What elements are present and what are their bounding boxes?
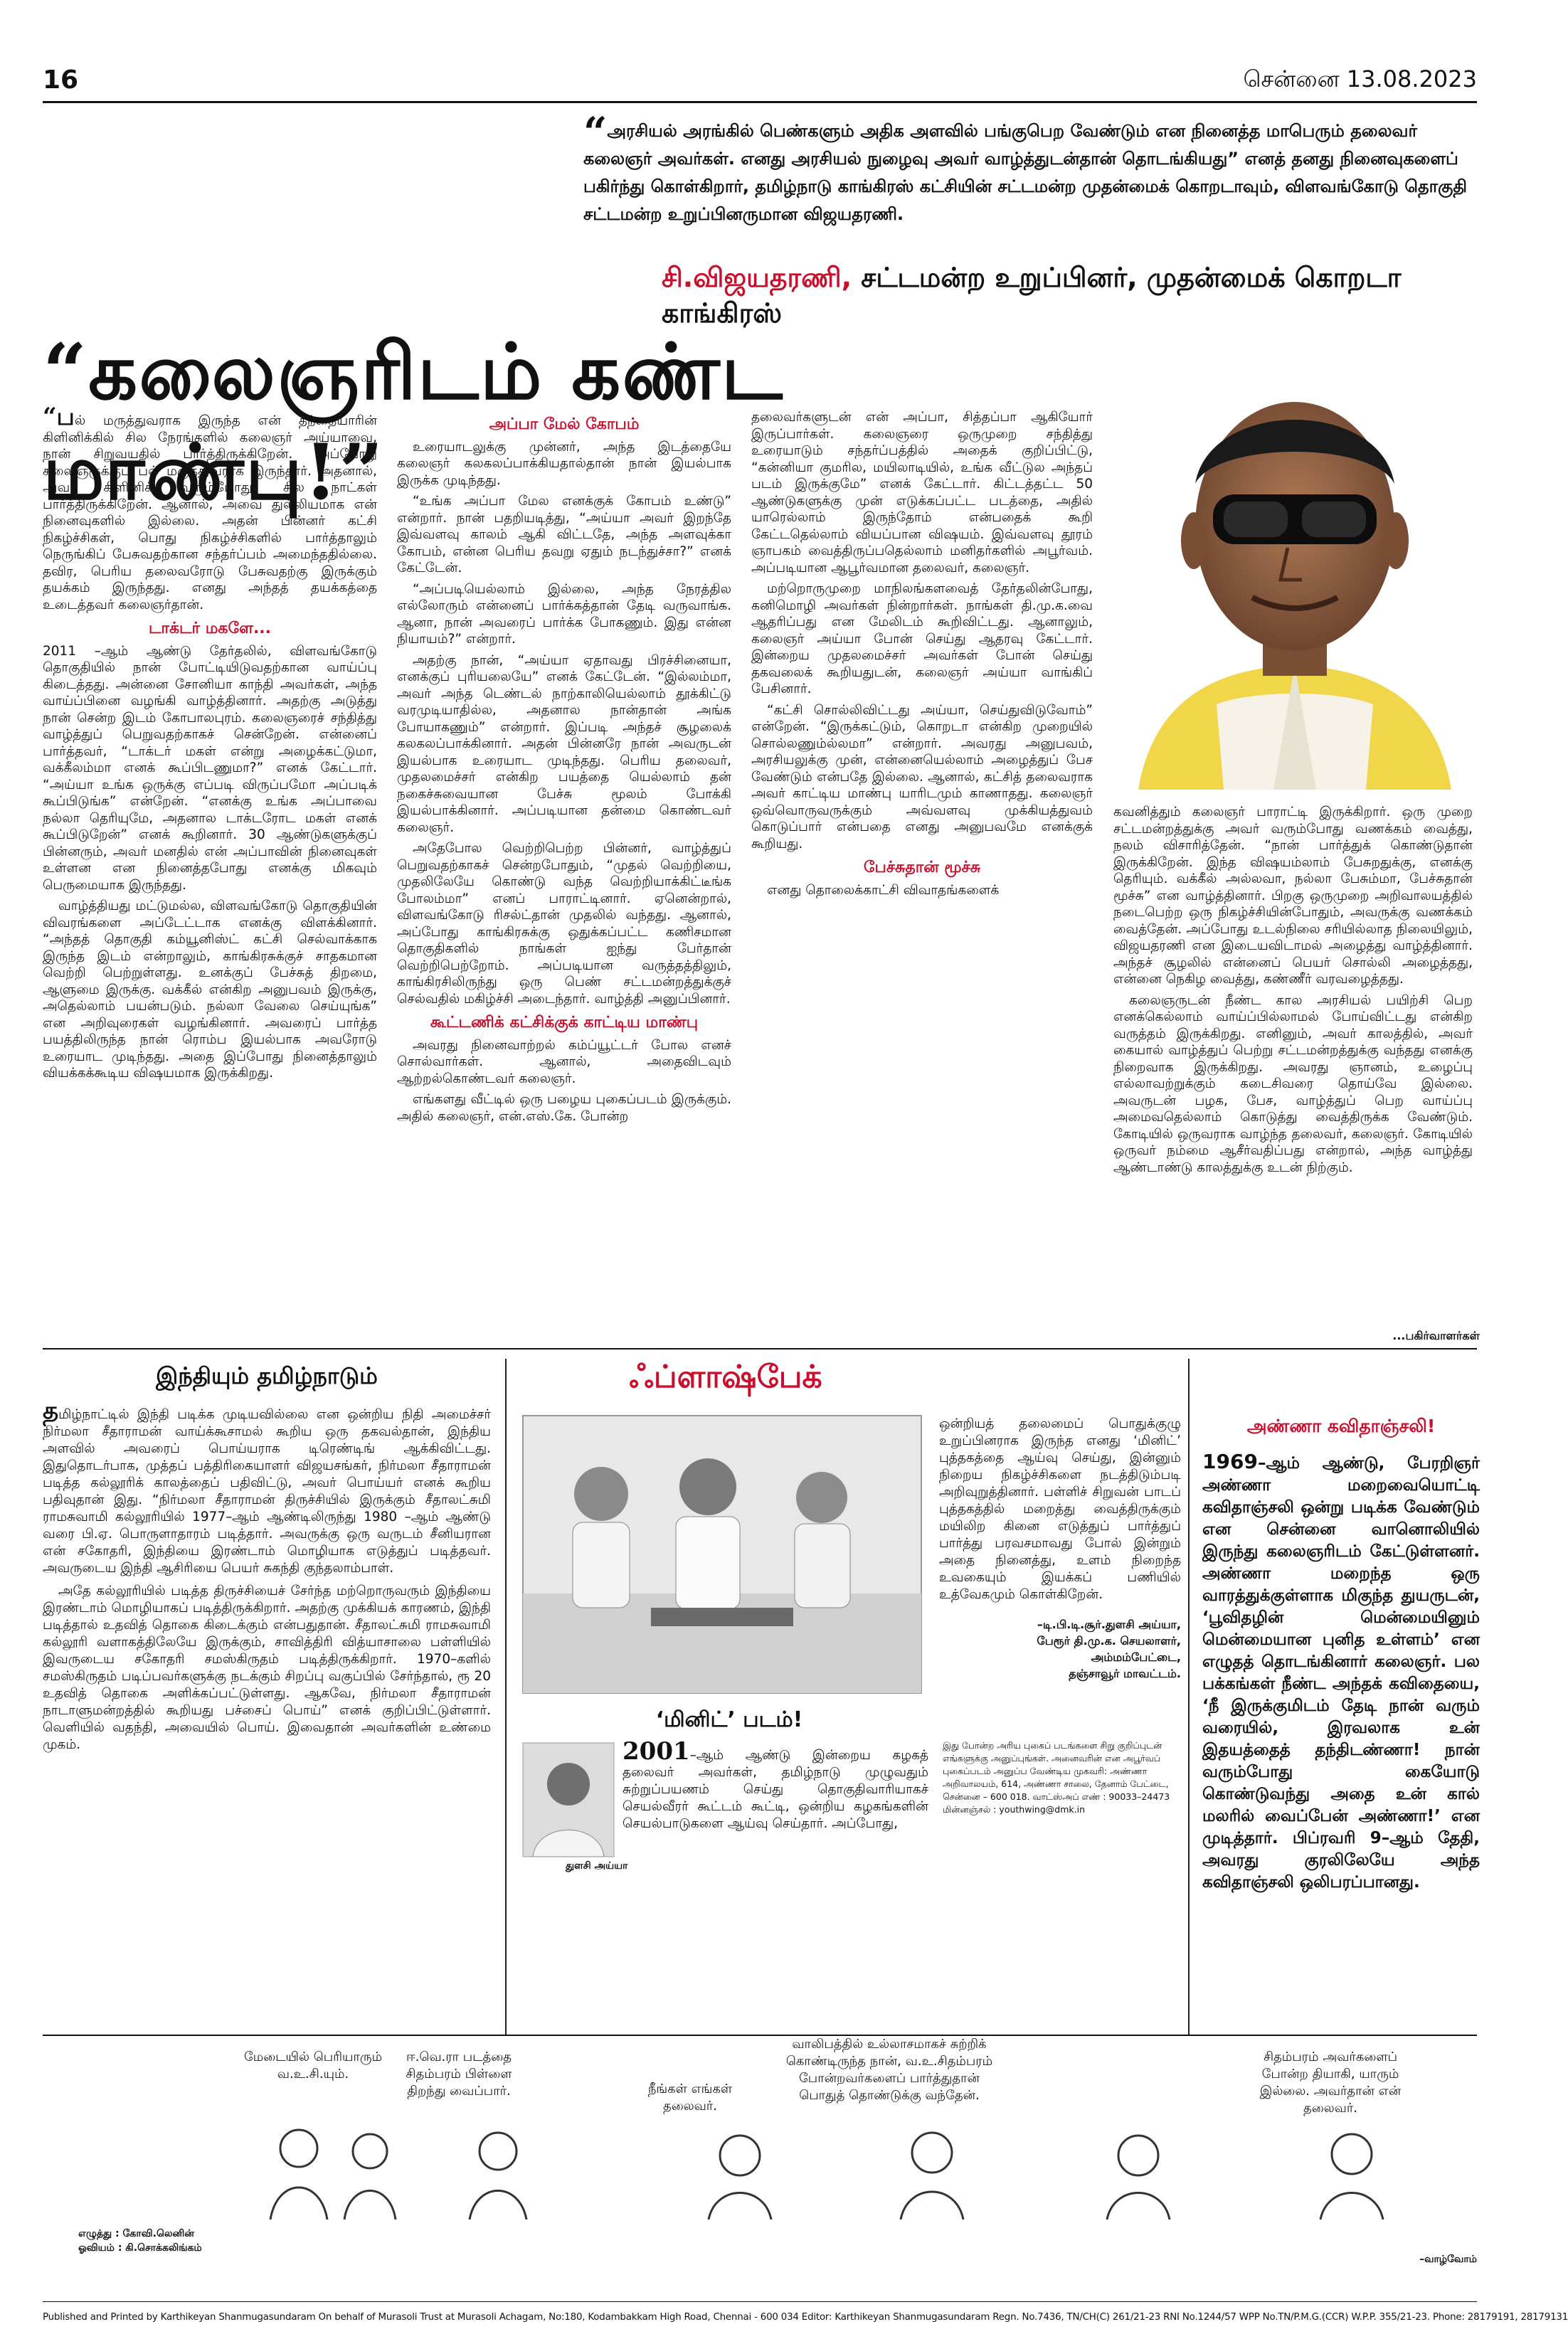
col2-para-1: உரையாடலுக்கு முன்னர், அந்த இடத்தையே கலைஞ… [397, 439, 731, 488]
header-rule [43, 101, 1477, 103]
imprint-line: Published and Printed by Karthikeyan Sha… [43, 2312, 1568, 2323]
col3-subheading: பேச்சுதான் மூச்சு [863, 859, 981, 876]
india-tamilnadu-drop-letter: த [43, 1396, 59, 1425]
page-number: 16 [43, 65, 79, 95]
flashback-title: ஃப்ளாஷ்பேக் [629, 1359, 822, 1395]
col1-para-3: வாழ்த்தியது மட்டுமல்ல, விளவங்கோடு தொகுதி… [43, 898, 377, 1081]
strip-credits: எழுத்து : கோவி.லெனின் ஓவியம் : கி.சொக்கல… [78, 2227, 202, 2255]
divider-1 [505, 1359, 507, 2035]
strip-caption-4: வாலிபத்தில் உல்லாசமாகச் சுற்றிக் கொண்டிர… [785, 2037, 993, 2103]
minute-body: 2001–ஆம் ஆண்டு இன்றைய கழகத் தலைவர் அவர்க… [623, 1737, 928, 1831]
strip-illustration [269, 2128, 1384, 2220]
intro-quote-text: அரசியல் அரங்கில் பெண்களும் அதிக அளவில் ப… [583, 121, 1468, 224]
col3-para-1: தலைவர்களுடன் என் அப்பா, சித்தப்பா ஆகியோர… [751, 410, 1093, 576]
strip-caption-1: மேடையில் பெரியாரும் வ.உ.சி.யும். [243, 2049, 383, 2082]
minute-year: 2001 [623, 1737, 690, 1766]
article-column-4: கவனித்தும் கலைஞர் பாராட்டி இருக்கிறார். … [1113, 804, 1473, 1180]
col1-drop-quote: “ப [43, 403, 75, 431]
flashback-photo [522, 1415, 922, 1694]
minute-title: ‘மினிட்’ படம்! [655, 1707, 803, 1732]
article-author-credit: ...பகிர்வாளர்கள் [1392, 1329, 1480, 1342]
col1-para-2: 2011 –ஆம் ஆண்டு தேர்தலில், விளவங்கோடு தொ… [43, 643, 377, 893]
article-column-3: தலைவர்களுடன் என் அப்பா, சித்தப்பா ஆகியோர… [751, 409, 1093, 903]
col3-para-2: மற்றொருமுறை மாநிலங்களவைத் தேர்தலின்போது,… [751, 581, 1093, 696]
col2-para-2: “உங்க அப்பா மேல எனக்குக் கோபம் உண்டு” என… [397, 494, 731, 576]
strip-caption-2: ஈ.வெ.ரா படத்தை சிதம்பரம் பிள்ளை திறந்து … [406, 2049, 512, 2099]
strip-artist: ஓவியம் : கி.சொக்கலிங்கம் [78, 2242, 202, 2254]
page-date: சென்னை 13.08.2023 [1243, 65, 1477, 92]
col2-para-3: “அப்படியெல்லாம் இல்லை, அந்த நேரத்தில எல்… [397, 581, 731, 647]
footer-rule [43, 2301, 1477, 2302]
col2-subheading-1: அப்பா மேல் கோபம் [489, 415, 640, 433]
kalaignar-portrait-illustration [1138, 402, 1451, 790]
strip-writer: எழுத்து : கோவி.லெனின் [78, 2228, 194, 2239]
col3-para-4: எனது தொலைக்காட்சி விவாதங்களைக் [767, 882, 1000, 898]
intro-quote: “அரசியல் அரங்கில் பெண்களும் அதிக அளவில் … [583, 112, 1480, 228]
tulasi-ayya-caption: துளசி அய்யா [566, 1860, 628, 1872]
byline: சி.விஜயதரணி, சட்டமன்ற உறுப்பினர், முதன்ம… [662, 262, 1480, 333]
anna-kavithanjali-text: 1969–ஆம் ஆண்டு, பேரறிஞர் அண்ணா மறைவையொட்… [1202, 1450, 1480, 1892]
page-headline: “கலைஞரிடம் கண்ட மாண்பு!” [43, 327, 784, 517]
divider-2 [1188, 1359, 1190, 2035]
flashback-right: ஒன்றியத் தலைமைப் பொதுக்குழு உறுப்பினராக … [939, 1416, 1181, 1682]
flashback-signature: –டி.பி.டி.சூர்.துளசி அய்யா, பேரூர் தி.மு… [1037, 1618, 1181, 1680]
india-tamilnadu-para-2: அதே கல்லூரியில் படித்த திருச்சியைச் சேர்… [43, 1584, 491, 1752]
article-column-1: “பல் மருத்துவராக இருந்த என் தந்தையாரின் … [43, 403, 377, 1086]
india-tamilnadu-title: இந்தியும் தமிழ்நாடும் [156, 1362, 378, 1389]
col4-para-1: கவனித்தும் கலைஞர் பாராட்டி இருக்கிறார். … [1113, 805, 1473, 987]
minute-article: ‘மினிட்’ படம்! [523, 1707, 936, 1735]
col2-para-4: அதற்கு நான், “அய்யா ஏதாவது பிரச்சினையா, … [397, 652, 731, 835]
photo-submission-notice: இது போன்ற அரிய புகைப் படங்களை சிறு குறிப… [943, 1740, 1170, 1815]
byline-role: சட்டமன்ற உறுப்பினர், முதன்மைக் கொறடா காங… [662, 262, 1402, 329]
anna-kavithanjali-title: அண்ணா கவிதாஞ்சலி! [1246, 1416, 1436, 1436]
flashback-box: ஃப்ளாஷ்பேக் [519, 1359, 932, 1399]
strip-caption-3: நீங்கள் எங்கள் தலைவர். [647, 2082, 733, 2114]
strip-continued: –வாழ்வோம் [1419, 2254, 1477, 2265]
col2-para-6: அவரது நினைவாற்றல் கம்ப்யூட்டர் போல எனச் … [397, 1037, 731, 1086]
strip-caption-5: சிதம்பரம் அவர்களைப் போன்ற தியாகி, யாரும்… [1259, 2049, 1402, 2116]
anna-year: 1969 [1202, 1450, 1258, 1473]
india-tamilnadu-box: இந்தியும் தமிழ்நாடும் தமிழ்நாட்டில் இந்த… [43, 1362, 491, 1759]
flashback-right-text: ஒன்றியத் தலைமைப் பொதுக்குழு உறுப்பினராக … [939, 1416, 1181, 1602]
byline-name: சி.விஜயதரணி, [662, 262, 852, 293]
india-tamilnadu-body: தமிழ்நாட்டில் இந்தி படிக்க முடியவில்லை எ… [43, 1396, 491, 1754]
col2-subheading-2: கூட்டணிக் கட்சிக்குக் காட்டிய மாண்பு [430, 1014, 699, 1032]
col4-para-2: கலைஞருடன் நீண்ட கால அரசியல் பயிற்சி பெற … [1113, 992, 1473, 1175]
col1-subheading: டாக்டர் மகளே... [148, 620, 272, 637]
india-tamilnadu-para-1: தமிழ்நாட்டில் இந்தி படிக்க முடியவில்லை எ… [43, 1396, 491, 1576]
strip-top-rule [43, 2035, 1477, 2036]
anna-kavithanjali-box: அண்ணா கவிதாஞ்சலி! 1969–ஆம் ஆண்டு, பேரறிஞ… [1202, 1416, 1480, 1894]
section-rule [43, 1348, 1477, 1349]
article-column-2: அப்பா மேல் கோபம் உரையாடலுக்கு முன்னர், அ… [397, 409, 731, 1129]
col1-para-1: “பல் மருத்துவராக இருந்த என் தந்தையாரின் … [43, 403, 377, 612]
tulasi-ayya-photo [522, 1742, 615, 1857]
col3-para-3: “கட்சி சொல்லிவிட்டது அய்யா, செய்துவிடுவோ… [751, 702, 1093, 852]
col2-para-7: எங்களது வீட்டில் ஒரு பழைய புகைப்படம் இரு… [397, 1092, 731, 1124]
col2-para-5: அதேபோல வெற்றிபெற்ற பின்னர், வாழ்த்துப் ப… [397, 841, 731, 1007]
